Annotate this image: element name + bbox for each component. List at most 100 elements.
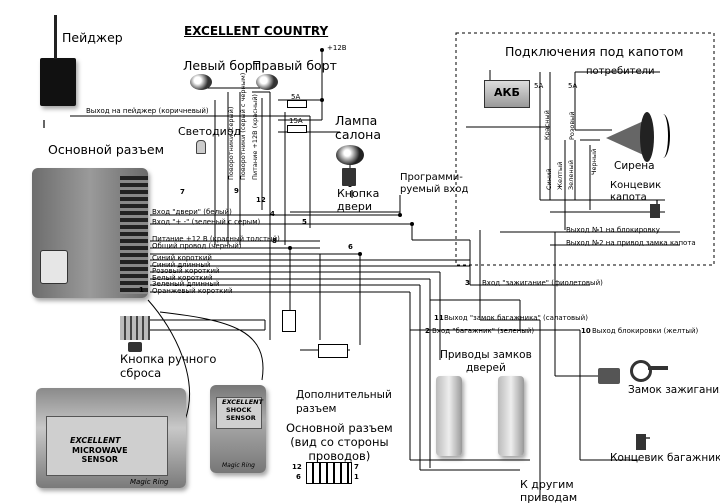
fuse-15a-label: 15А <box>289 117 303 125</box>
wire-number-2: 2 <box>425 327 430 335</box>
pager-device <box>40 58 76 106</box>
pager-antenna <box>54 15 57 59</box>
red-wire-label: Красный <box>543 110 551 140</box>
shock-brand: EXCELLENT <box>222 398 264 406</box>
door-input-label: Вход "двери" (белый) <box>152 208 232 216</box>
lamp-label: Лампа салона <box>335 113 382 142</box>
battery-icon <box>484 80 530 108</box>
microwave-sensor-unit <box>36 388 186 488</box>
hood-title: Подключения под капотом <box>505 44 684 59</box>
long-green-label: Зеленый длинный <box>152 280 220 288</box>
siren-label: Сирена <box>614 160 655 172</box>
wire-number-5: 5 <box>302 218 307 226</box>
hood-switch-label: Концевик капота <box>610 180 662 203</box>
pager-output-label: Выход на пейджер (коричневый) <box>86 107 209 115</box>
fuse-15a-icon <box>287 125 307 133</box>
fuse-5a-label: 5А <box>291 93 301 101</box>
pink-wire-label: Розовый <box>568 111 576 140</box>
short-orange-label: Оранжевый короткий <box>152 287 233 295</box>
out1-block-label: Выход №1 на блокировку <box>566 226 660 234</box>
yellow-wire-label: Желтый <box>556 161 564 190</box>
main-connector-label: Основной разъем <box>48 142 165 157</box>
door-actuator-1 <box>436 376 462 456</box>
door-actuators-label: Приводы замков дверей <box>440 349 532 374</box>
green-wire-label: Зеленый <box>567 160 575 190</box>
wire-number-9: 9 <box>234 187 239 195</box>
to-other-actuators-label: К другим приводам <box>520 478 578 504</box>
ignition-input-label: Вход "зажигание" (фиолетовый) <box>482 279 603 287</box>
programmable-input-label: Программи- руемый вход <box>400 172 469 195</box>
wire-number-8: 8 <box>272 237 277 245</box>
connector-view-label: Основной разъем (вид со стороны проводов… <box>286 421 393 463</box>
left-side-label: Левый борт <box>183 58 260 73</box>
short-pink-label: Розовый короткий <box>152 267 220 275</box>
ignition-key-icon <box>630 360 652 382</box>
microwave-magic-ring: Magic Ring <box>130 478 169 486</box>
sound-wave-icon <box>656 114 670 158</box>
extra-connector-b-icon <box>318 344 348 358</box>
wire-number-4: 4 <box>270 210 275 218</box>
reset-connector-icon <box>120 316 150 340</box>
wire-number-12: 12 <box>256 196 266 204</box>
turn-grey-label: Поворотники (серый) <box>227 106 235 180</box>
fuse-5a-icon <box>287 100 307 108</box>
pin-1-label: 1 <box>354 473 359 481</box>
black-wire-label: Черный <box>590 148 598 175</box>
battery-label: АКБ <box>494 86 520 99</box>
reset-button-icon[interactable] <box>128 342 142 352</box>
common-black-label: Общий провод (черный) <box>152 242 242 250</box>
left-bulb-icon <box>190 74 212 90</box>
wire-number-3: 3 <box>465 279 470 287</box>
pin-6-label: 6 <box>296 473 301 481</box>
block-output-label: Выход блокировки (желтый) <box>592 327 699 335</box>
shock-magic-ring: Magic Ring <box>222 462 255 469</box>
consumers-label: потребители <box>586 66 655 77</box>
main-connector-pins <box>120 176 148 294</box>
pin-7-label: 7 <box>354 463 359 471</box>
extra-connector-label: Дополнительный разъем <box>296 389 392 415</box>
trunk-input-label: Вход "багажник" (зеленый) <box>432 327 535 335</box>
plus12-label: +12В <box>327 44 347 52</box>
hood-switch-icon <box>650 204 660 218</box>
door-actuator-2 <box>498 376 524 456</box>
fuse-5a-battery-label: 5А <box>534 82 544 90</box>
plus-minus-input-label: Вход "+ -" (зеленый с серым) <box>152 218 261 226</box>
trunk-switch-label: Концевик багажника <box>610 452 720 464</box>
unit-connector-icon <box>40 250 68 284</box>
microwave-sensor-label-plate <box>46 416 168 476</box>
pager-label: Пейджер <box>62 30 123 45</box>
long-blue-label: Синий длинный <box>152 261 211 269</box>
shock-sensor-label-plate <box>216 397 262 429</box>
connector-view-pins <box>306 462 352 484</box>
wire-number-7: 7 <box>180 188 185 196</box>
door-button-label: Кнопка двери <box>337 187 380 213</box>
door-button-icon <box>342 168 356 186</box>
cabin-lamp-icon <box>336 145 364 165</box>
wire-number-1: 1 <box>139 286 144 294</box>
diagram-title: EXCELLENT COUNTRY <box>184 24 329 38</box>
extra-connector-a-icon <box>282 310 296 332</box>
turn-grey-black-label: Поворотники (серый с черным) <box>239 72 247 180</box>
short-white-label: Белый короткий <box>152 274 213 282</box>
ignition-lock-body-icon <box>598 368 620 384</box>
short-blue-label: Синий короткий <box>152 254 212 262</box>
shock-sensor-unit <box>210 385 266 473</box>
blue-wire-label: Синий <box>545 168 553 190</box>
right-side-label: Правый борт <box>252 58 337 73</box>
power-thick-label: Питание +12 В (красный толстый) <box>152 235 280 243</box>
pin-12-label: 12 <box>292 463 302 471</box>
wire-number-6: 6 <box>348 243 353 251</box>
led-icon <box>196 140 206 154</box>
shock-name: SHOCK SENSOR <box>226 406 256 422</box>
microwave-name: MICROWAVE SENSOR <box>72 446 128 464</box>
trunk-lock-output-label: Выход "замок багажника" (салатовый) <box>444 314 588 322</box>
ignition-key-blade-icon <box>648 366 668 370</box>
trunk-switch-icon <box>636 434 646 450</box>
led-label: Светодиод <box>178 125 242 138</box>
ignition-lock-label: Замок зажигания <box>628 384 720 396</box>
wire-number-10: 10 <box>581 327 591 335</box>
reset-button-label: Кнопка ручного сброса <box>120 352 217 380</box>
power-red-label: Питание +12В (красный) <box>251 94 259 180</box>
fuse-5a-consumer-label: 5А <box>568 82 578 90</box>
microwave-brand: EXCELLENT <box>70 436 121 445</box>
